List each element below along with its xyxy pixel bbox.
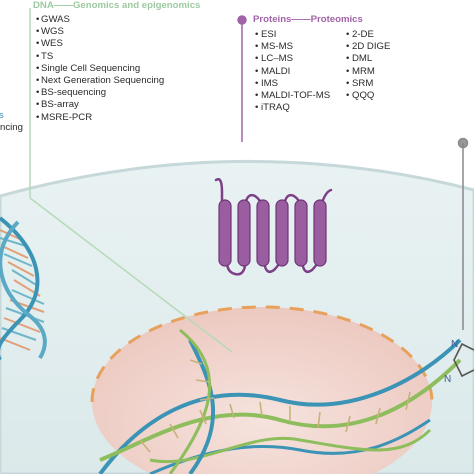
molecule-atom-n1: N bbox=[451, 339, 458, 350]
protein-item: DML bbox=[352, 53, 373, 65]
dna-item: BS-sequencing bbox=[41, 87, 107, 99]
dna-item: Single Cell Sequencing bbox=[41, 62, 141, 74]
nucleus-dna bbox=[98, 328, 462, 474]
dna-item: BS-array bbox=[41, 99, 79, 111]
dna-list-bullets: ••••••••• bbox=[36, 14, 40, 123]
protein-item: IMS bbox=[261, 77, 279, 89]
protein-methods-col2: 2-DE 2D DIGE DML MRM SRM QQQ bbox=[352, 29, 390, 102]
nucleus bbox=[92, 307, 432, 474]
metabolite-pointer bbox=[457, 137, 469, 330]
protein-item: MALDI bbox=[261, 65, 291, 77]
metabolite-molecule bbox=[453, 342, 474, 378]
dna-pointer bbox=[29, 8, 233, 353]
protein-item: MALDI-TOF-MS bbox=[261, 90, 331, 102]
protein-item: iTRAQ bbox=[261, 102, 290, 114]
left-dna-helix bbox=[0, 216, 47, 360]
protein-item: ESI bbox=[261, 29, 277, 40]
protein-item: 2D DIGE bbox=[352, 41, 391, 53]
protein-helices bbox=[218, 199, 327, 267]
protein-item: MRM bbox=[352, 65, 375, 77]
dna-methods-list: GWAS WGS WES TS Single Cell Sequencing N… bbox=[41, 14, 164, 124]
nucleus-dashed-edge bbox=[90, 305, 434, 403]
molecule-atom-n2: N bbox=[444, 374, 451, 385]
protein-item: SRM bbox=[352, 77, 374, 89]
protein-item: QQQ bbox=[352, 90, 375, 102]
left-partial-text-1: s bbox=[0, 110, 4, 121]
proteins-bullets-col1: ••••••• bbox=[255, 29, 259, 114]
proteins-bullets-col2: •••••• bbox=[346, 29, 350, 102]
dna-item: WGS bbox=[41, 26, 64, 38]
dna-item: WES bbox=[41, 38, 63, 50]
dna-item: GWAS bbox=[41, 14, 70, 25]
left-partial-text-2: ncing bbox=[0, 122, 23, 133]
dna-item: TS bbox=[41, 50, 54, 62]
protein-item: LC–MS bbox=[261, 53, 293, 65]
protein-item: 2-DE bbox=[352, 29, 374, 40]
proteins-header: Proteins——Proteomics bbox=[253, 14, 363, 25]
protein-methods-col1: ESI MS-MS LC–MS MALDI IMS MALDI-TOF-MS i… bbox=[261, 29, 330, 114]
dna-header: DNA——Genomics and epigenomics bbox=[33, 0, 201, 11]
protein-pointer bbox=[237, 15, 247, 142]
protein-item: MS-MS bbox=[261, 41, 293, 53]
dna-item: MSRE-PCR bbox=[41, 111, 93, 123]
dna-item: Next Generation Sequencing bbox=[41, 75, 165, 87]
